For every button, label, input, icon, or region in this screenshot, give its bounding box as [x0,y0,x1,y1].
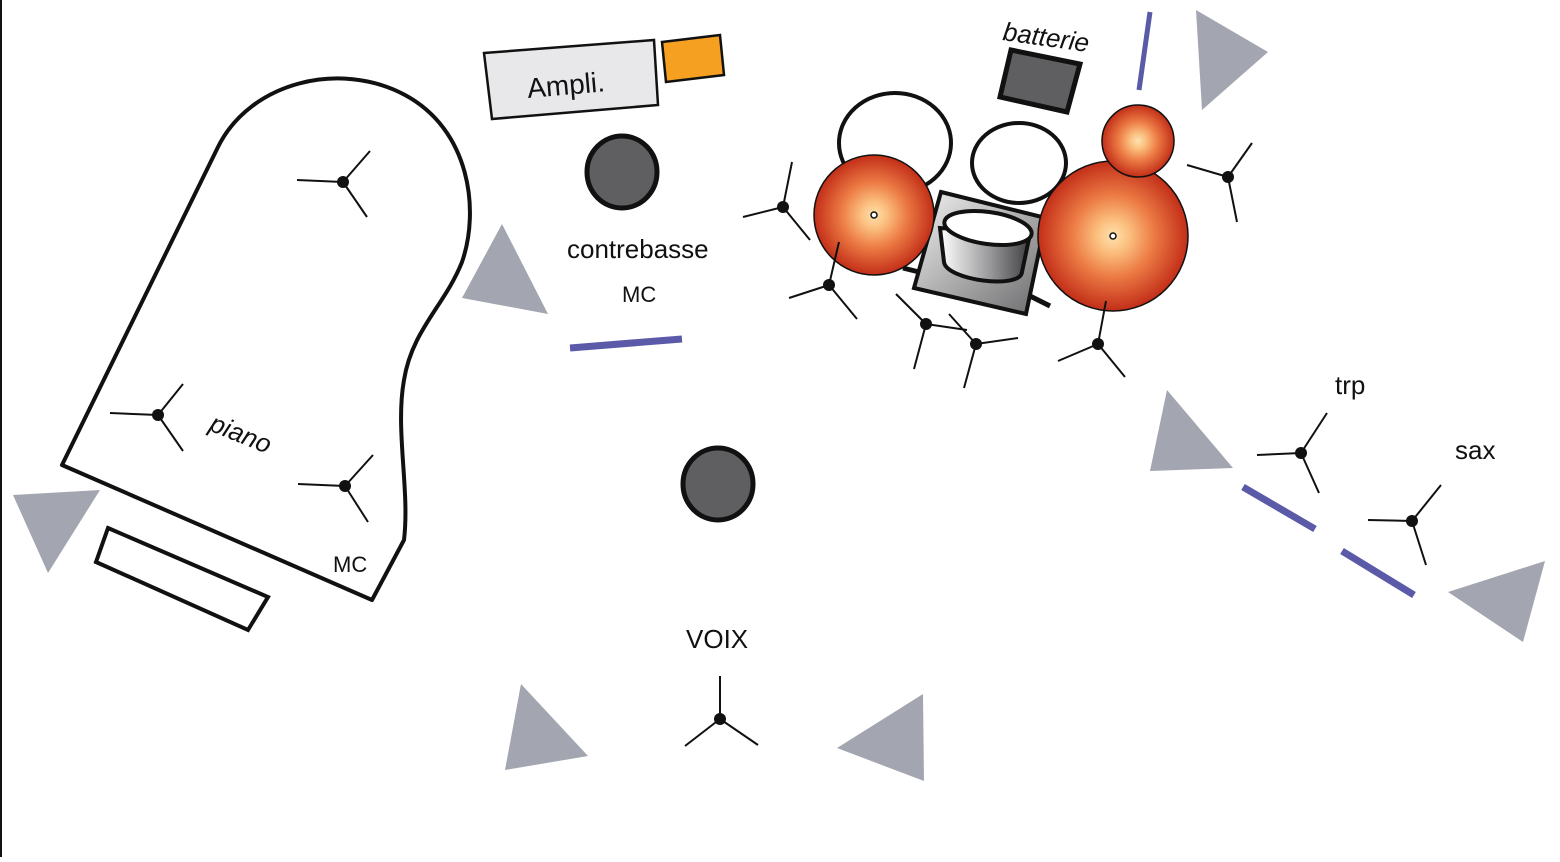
double-bass-position [584,133,660,211]
amplifier: Ampli. [482,33,726,121]
piano-body [60,76,472,602]
kick-stand-leg [1028,293,1052,309]
microphone-stand-icon [788,241,858,320]
monitor-wedge-icon [1448,561,1545,642]
baffle-sax [1340,548,1416,598]
drum-kit: batterie [813,16,1189,317]
trumpet-label: trp [1335,370,1365,400]
amplifier-accent [660,33,726,84]
microphone-stand-icon [109,383,184,452]
microphone-stand-icon [1256,412,1328,494]
piano-mc-label: MC [333,552,367,577]
double-bass: contrebasse MC [567,133,709,307]
microphone-stand-icon [297,454,374,523]
piano-bench [93,525,271,633]
monitor-wedge-icon [13,490,100,573]
double-bass-label: contrebasse [567,234,709,264]
microphone-stand-icon [1367,484,1442,566]
tom-right [970,121,1068,205]
monitor-wedge-icon [1150,390,1233,471]
amplifier-label: Ampli. [526,66,606,104]
microphone-stand-icon [1186,142,1253,223]
monitor-wedge-icon [837,694,924,781]
snare-drum-head [942,209,1034,247]
amplifier-body [482,38,660,121]
vocal-label: VOIX [686,624,748,654]
vocal-position [680,445,756,523]
double-bass-mc-label: MC [622,282,656,307]
baffle-bass [569,335,683,352]
drum-throne [996,47,1084,115]
monitor-wedge-icon [1196,10,1268,110]
piano: piano MC [60,76,472,633]
microphone-stand-icon [684,676,759,747]
cymbal-ride-center [1109,232,1117,240]
monitor-wedge-icon [505,684,588,770]
microphone-stand-icon [1057,300,1126,378]
microphone-stand-icon [742,161,811,241]
cymbal-splash [1101,104,1175,178]
monitor-wedge-icon [462,224,548,314]
microphone-stand-icon [296,150,371,218]
baffle-drums [1136,11,1153,91]
microphone-stand-icon [895,293,968,370]
microphones [109,142,1442,747]
sax-label: sax [1455,435,1495,465]
microphone-stand-icon [948,313,1019,389]
cymbal-left-center [870,211,878,219]
baffle-trumpet [1241,483,1317,533]
